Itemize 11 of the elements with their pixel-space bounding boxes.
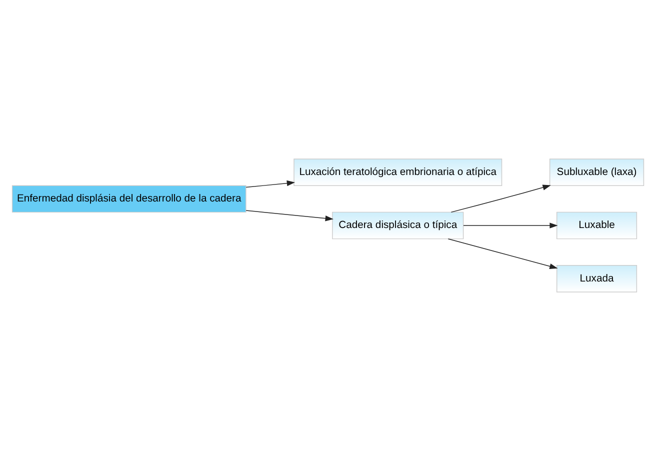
arrow [246, 210, 334, 221]
node-box: Luxada [556, 264, 638, 292]
node-box: Enfermedad displásia del desarrollo de la cadera [12, 184, 246, 212]
arrow [450, 184, 551, 212]
node-box: Luxable [556, 211, 638, 239]
arrow [463, 222, 558, 228]
arrow [246, 180, 296, 188]
arrow [448, 238, 558, 269]
node-box: Cadera displásica o típica [332, 211, 464, 239]
node-box: Luxación teratológica embrionaria o atípica [294, 158, 502, 186]
node-box: Subluxable (laxa) [549, 158, 644, 186]
